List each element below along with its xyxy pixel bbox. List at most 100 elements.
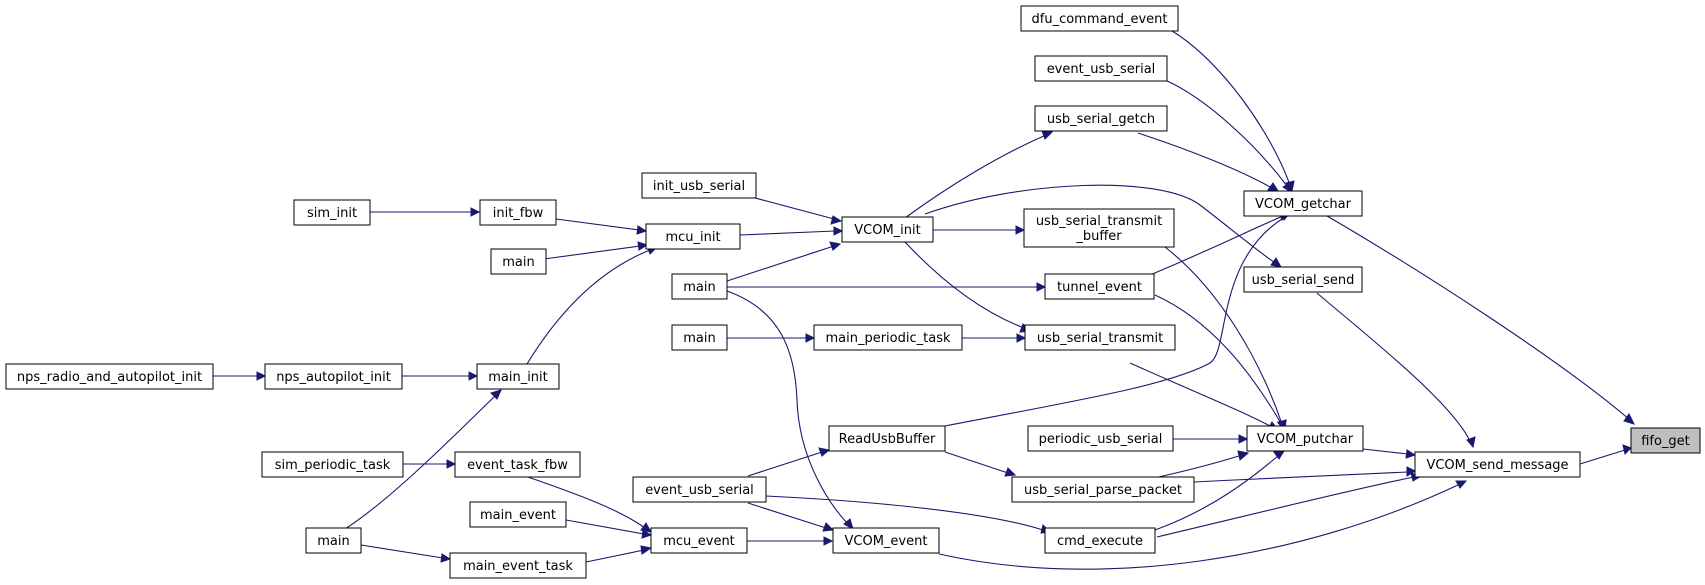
edge-vcom-send-message-to-fifo-get: [1579, 444, 1632, 465]
edge-main-d-to-main-event-task: [360, 544, 452, 563]
node-main-event-task[interactable]: main_event_task: [449, 552, 587, 579]
node-label: nps_autopilot_init: [276, 370, 391, 385]
node-label: VCOM_send_message: [1426, 458, 1568, 473]
node-label: sim_periodic_task: [275, 458, 391, 473]
node-label: usb_serial_send: [1252, 273, 1355, 288]
node-label: init_usb_serial: [653, 179, 745, 194]
node-label: event_usb_serial: [1047, 62, 1156, 77]
edge-usb-serial-transmit-to-vcom-putchar: [1129, 362, 1280, 431]
edge-dfu-command-event-to-vcom-getchar: [1171, 30, 1295, 193]
node-label: init_fbw: [493, 206, 544, 221]
node-label: nps_radio_and_autopilot_init: [17, 370, 202, 385]
edge-sim-init-to-init-fbw: [370, 207, 481, 217]
edge-cmd-execute-to-vcom-send-message: [1156, 472, 1423, 538]
node-nps-autopilot-init[interactable]: nps_autopilot_init: [264, 363, 403, 390]
node-usb-serial-getch[interactable]: usb_serial_getch: [1034, 105, 1168, 132]
edge-usb-serial-parse-packet-to-vcom-putchar: [1149, 450, 1250, 480]
node-dfu-command-event[interactable]: dfu_command_event: [1020, 5, 1179, 32]
node-init-usb-serial[interactable]: init_usb_serial: [641, 172, 757, 199]
node-label: main: [502, 255, 534, 270]
node-usb-serial-transmit-buffer[interactable]: usb_serial_transmit _buffer: [1023, 208, 1175, 248]
edge-vcom-getchar-to-fifo-get: [1321, 212, 1635, 425]
node-label: sim_init: [307, 206, 357, 221]
node-tunnel-event[interactable]: tunnel_event: [1044, 273, 1155, 300]
node-usb-serial-send[interactable]: usb_serial_send: [1243, 266, 1363, 293]
node-label: usb_serial_transmit: [1037, 331, 1163, 346]
edge-event-usb-serial-top-to-vcom-getchar: [1164, 79, 1292, 193]
node-label: cmd_execute: [1057, 534, 1143, 549]
edge-vcom-event-to-vcom-send-message: [938, 480, 1468, 570]
edge-main-b-to-tunnel-event: [727, 282, 1047, 292]
node-main-event[interactable]: main_event: [469, 501, 567, 528]
node-event-task-fbw[interactable]: event_task_fbw: [454, 451, 581, 478]
node-usb-serial-transmit[interactable]: usb_serial_transmit: [1024, 324, 1176, 351]
node-event-usb-serial-top[interactable]: event_usb_serial: [1034, 55, 1168, 82]
node-vcom-send-message[interactable]: VCOM_send_message: [1414, 451, 1581, 478]
node-periodic-usb-serial[interactable]: periodic_usb_serial: [1027, 425, 1174, 452]
node-nps-radio-and-autopilot-init[interactable]: nps_radio_and_autopilot_init: [5, 363, 214, 390]
edge-main-b-to-vcom-event: [726, 290, 854, 531]
edge-main-b-to-vcom-init: [726, 241, 842, 282]
node-sim-periodic-task[interactable]: sim_periodic_task: [261, 451, 404, 478]
node-cmd-execute[interactable]: cmd_execute: [1044, 527, 1156, 554]
nodes: dfu_command_event event_usb_serial usb_s…: [5, 5, 1701, 579]
edges: [213, 30, 1635, 570]
edge-mcu-init-to-vcom-init: [739, 226, 844, 236]
edge-main-c-to-main-periodic-task: [727, 333, 816, 343]
node-mcu-event[interactable]: mcu_event: [650, 527, 748, 554]
node-main-a[interactable]: main: [490, 248, 547, 275]
node-label: usb_serial_parse_packet: [1024, 483, 1182, 498]
node-label: event_usb_serial: [645, 483, 754, 498]
edge-usb-serial-parse-packet-to-vcom-send-message: [1193, 466, 1417, 483]
edge-init-usb-serial-to-vcom-init: [754, 197, 843, 225]
edge-periodic-usb-serial-to-vcom-putchar: [1173, 434, 1249, 444]
node-label: main_periodic_task: [825, 331, 950, 346]
node-main-c[interactable]: main: [671, 324, 728, 351]
node-label: usb_serial_getch: [1047, 112, 1155, 127]
node-mcu-init[interactable]: mcu_init: [645, 223, 741, 250]
edge-usb-serial-send-to-vcom-send-message: [1316, 292, 1476, 449]
edge-main-d-to-main-init: [344, 389, 502, 530]
node-fifo-get[interactable]: fifo_get: [1630, 427, 1701, 454]
edge-event-usb-serial-mid-to-cmd-execute: [765, 495, 1052, 534]
node-main-init[interactable]: main_init: [476, 363, 560, 390]
edge-init-fbw-to-mcu-init: [555, 218, 648, 235]
node-label: fifo_get: [1641, 434, 1690, 449]
node-label: VCOM_getchar: [1255, 197, 1352, 212]
node-label-line-2: _buffer: [1075, 229, 1122, 244]
node-main-d[interactable]: main: [305, 527, 362, 554]
edge-usb-serial-getch-to-vcom-getchar: [1137, 132, 1279, 192]
node-vcom-getchar[interactable]: VCOM_getchar: [1243, 190, 1363, 217]
node-label: main_event: [480, 508, 556, 523]
node-vcom-init[interactable]: VCOM_init: [841, 216, 934, 243]
node-label: VCOM_event: [845, 534, 928, 549]
node-label: main: [683, 331, 715, 346]
edge-sim-periodic-task-to-event-task-fbw: [403, 459, 457, 469]
node-sim-init[interactable]: sim_init: [293, 199, 371, 226]
node-label: main: [317, 534, 349, 549]
node-vcom-event[interactable]: VCOM_event: [832, 527, 940, 554]
node-label: dfu_command_event: [1032, 12, 1168, 27]
edge-vcom-init-to-usb-serial-send: [924, 184, 1282, 268]
edge-vcom-init-to-usb-serial-transmit-buffer: [933, 225, 1026, 235]
node-label: VCOM_init: [854, 223, 920, 238]
node-readusbbuffer[interactable]: ReadUsbBuffer: [828, 425, 946, 452]
node-label: periodic_usb_serial: [1039, 432, 1163, 447]
edge-tunnel-event-to-vcom-putchar: [1154, 294, 1287, 432]
node-usb-serial-parse-packet[interactable]: usb_serial_parse_packet: [1011, 476, 1195, 503]
edge-main-a-to-mcu-init: [543, 241, 649, 260]
node-main-periodic-task[interactable]: main_periodic_task: [813, 324, 963, 351]
node-init-fbw[interactable]: init_fbw: [479, 199, 557, 226]
node-event-usb-serial-mid[interactable]: event_usb_serial: [632, 476, 767, 503]
node-vcom-putchar[interactable]: VCOM_putchar: [1246, 425, 1364, 452]
edge-mcu-event-to-vcom-event: [747, 536, 834, 546]
node-label: mcu_init: [665, 230, 720, 245]
edge-nps-autopilot-init-to-main-init: [402, 371, 479, 381]
edge-main-periodic-task-to-usb-serial-transmit: [962, 333, 1027, 343]
edge-main-event-to-mcu-event: [565, 519, 653, 539]
edge-vcom-init-to-usb-serial-getch: [904, 130, 1054, 219]
node-main-b[interactable]: main: [671, 273, 728, 300]
node-label: ReadUsbBuffer: [839, 432, 936, 447]
edge-main-event-task-to-mcu-event: [585, 545, 653, 563]
